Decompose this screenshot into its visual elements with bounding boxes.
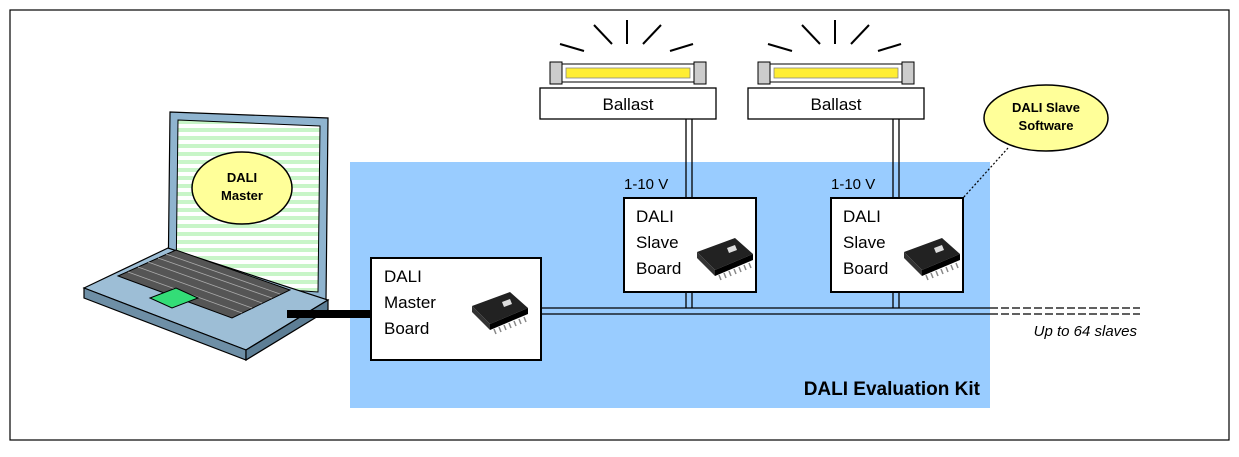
slave-software-line2: Software <box>1019 118 1074 133</box>
control-signal-1: 1-10 V <box>624 176 668 193</box>
usb-cable <box>287 310 371 318</box>
master-board-line3: Board <box>384 319 429 338</box>
slave-board-1-line3: Board <box>636 259 681 278</box>
dali-master-bubble-line2: Master <box>221 188 263 203</box>
ballast-1 <box>539 87 717 120</box>
bus-note: Up to 64 slaves <box>1034 323 1138 340</box>
fluorescent-tube-icon <box>549 61 707 85</box>
evaluation-kit-label: DALI Evaluation Kit <box>804 379 981 400</box>
dali-master-bubble-line1: DALI <box>227 170 257 185</box>
dali-master-bubble <box>191 151 293 225</box>
master-board-line2: Master <box>384 293 436 312</box>
slave-board-1-line2: Slave <box>636 233 679 252</box>
ballast-1-label: Ballast <box>602 95 653 114</box>
fluorescent-tube-icon <box>757 61 915 85</box>
light-rays <box>559 20 902 52</box>
master-board-line1: DALI <box>384 267 422 286</box>
ballast-2 <box>747 87 925 120</box>
dali-bus <box>541 292 1140 315</box>
slave-board-1-line1: DALI <box>636 207 674 226</box>
control-signal-2: 1-10 V <box>831 176 875 193</box>
slave-board-2-line3: Board <box>843 259 888 278</box>
slave-board-2-line2: Slave <box>843 233 886 252</box>
callout-leader <box>962 147 1009 199</box>
ballast-2-label: Ballast <box>810 95 861 114</box>
dali-slave-software-bubble <box>983 84 1109 152</box>
slave-board-2-line1: DALI <box>843 207 881 226</box>
control-wires <box>685 119 900 198</box>
slave-software-line1: DALI Slave <box>1012 100 1080 115</box>
